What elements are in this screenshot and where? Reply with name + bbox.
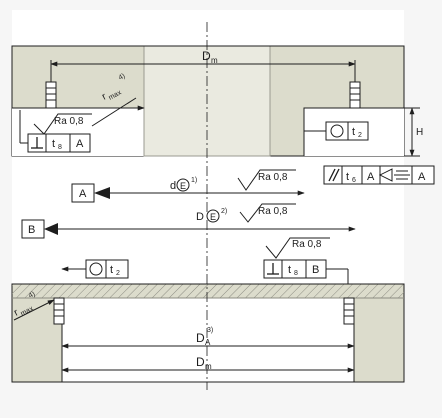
bolt-top-left <box>45 81 57 109</box>
fmax-bottom-superscript: 4) <box>28 291 37 300</box>
roughness-bottom: Ra 0,8 <box>265 237 330 259</box>
parallelism-icon <box>328 168 336 182</box>
par-subscript: 6 <box>352 177 356 184</box>
fmax-top-superscript: 4) <box>118 73 127 82</box>
circularity-icon-2 <box>89 262 103 276</box>
roughness-D-label: Ra 0,8 <box>258 206 288 217</box>
bolt-bottom-left <box>53 297 65 325</box>
envelope-icon <box>176 178 190 192</box>
circ-right-tolerance: t <box>352 126 355 138</box>
D-envelope: E <box>210 212 216 222</box>
h-dimension: H <box>404 107 423 157</box>
roughness-bottom-label: Ra 0,8 <box>292 239 322 250</box>
dm-bottom-subscript: m <box>205 362 212 371</box>
datum-b-label: B <box>28 224 35 236</box>
outer-diameter-dimension: D E 2) Ra 0,8 B <box>21 203 356 239</box>
da-label: D <box>196 331 205 345</box>
parallelism-frame: t 6 A A <box>323 165 435 185</box>
circularity-frame-left: t 2 <box>61 259 129 279</box>
da-subscript: A <box>205 338 211 347</box>
dm-top-dimension: D m <box>50 49 356 67</box>
dm-top-subscript: m <box>211 56 218 65</box>
roughness-d-icon <box>237 169 296 191</box>
roughness-D-icon <box>239 203 296 223</box>
roughness-d-label: Ra 0,8 <box>258 172 288 183</box>
perpendicularity-frame-left: t 8 A <box>19 110 91 153</box>
inner-diameter-dimension: A d E 1) Ra 0,8 <box>71 169 305 203</box>
dm-bottom-label: D <box>196 355 205 369</box>
fmax-top-label: r <box>100 91 109 103</box>
fmax-bottom-label: r <box>12 307 21 319</box>
roughness-left: Ra 0,8 <box>33 113 92 135</box>
perp-left-tolerance: t <box>52 138 55 150</box>
par-datum: A <box>367 171 375 183</box>
d-superscript: 1) <box>191 177 197 184</box>
circularity-icon <box>330 124 344 138</box>
da-superscript: 3) <box>207 327 213 334</box>
dm-top-label: D <box>202 49 211 63</box>
perp-bottom-subscript: 8 <box>294 270 298 277</box>
bolt-bottom-right <box>343 297 355 325</box>
perp-left-datum: A <box>76 138 84 150</box>
dm-bottom-dimension: D m <box>61 355 355 373</box>
circ-right-subscript: 2 <box>358 132 362 139</box>
d-envelope: E <box>180 181 186 191</box>
D-superscript: 2) <box>221 208 227 215</box>
circularity-frame-right: t 2 <box>304 121 369 141</box>
roughness-left-label: Ra 0,8 <box>54 116 84 127</box>
par-tolerance: t <box>346 171 349 183</box>
perp-bottom-datum: B <box>312 264 319 276</box>
perp-bottom-tolerance: t <box>288 264 291 276</box>
circ-left-subscript: 2 <box>116 270 120 277</box>
D-prefix: D <box>196 211 204 223</box>
h-label: H <box>416 127 423 138</box>
perpendicularity-frame-bottom: t 8 B <box>263 259 351 297</box>
datum-triangle-icon <box>378 168 393 182</box>
d-prefix: d <box>170 180 176 192</box>
da-dimension: D A 3) <box>61 327 355 349</box>
sym-datum: A <box>418 171 426 183</box>
perp-left-subscript: 8 <box>58 144 62 151</box>
datum-a-label: A <box>79 188 87 200</box>
bolt-top-right <box>349 81 361 109</box>
circ-left-tolerance: t <box>110 264 113 276</box>
